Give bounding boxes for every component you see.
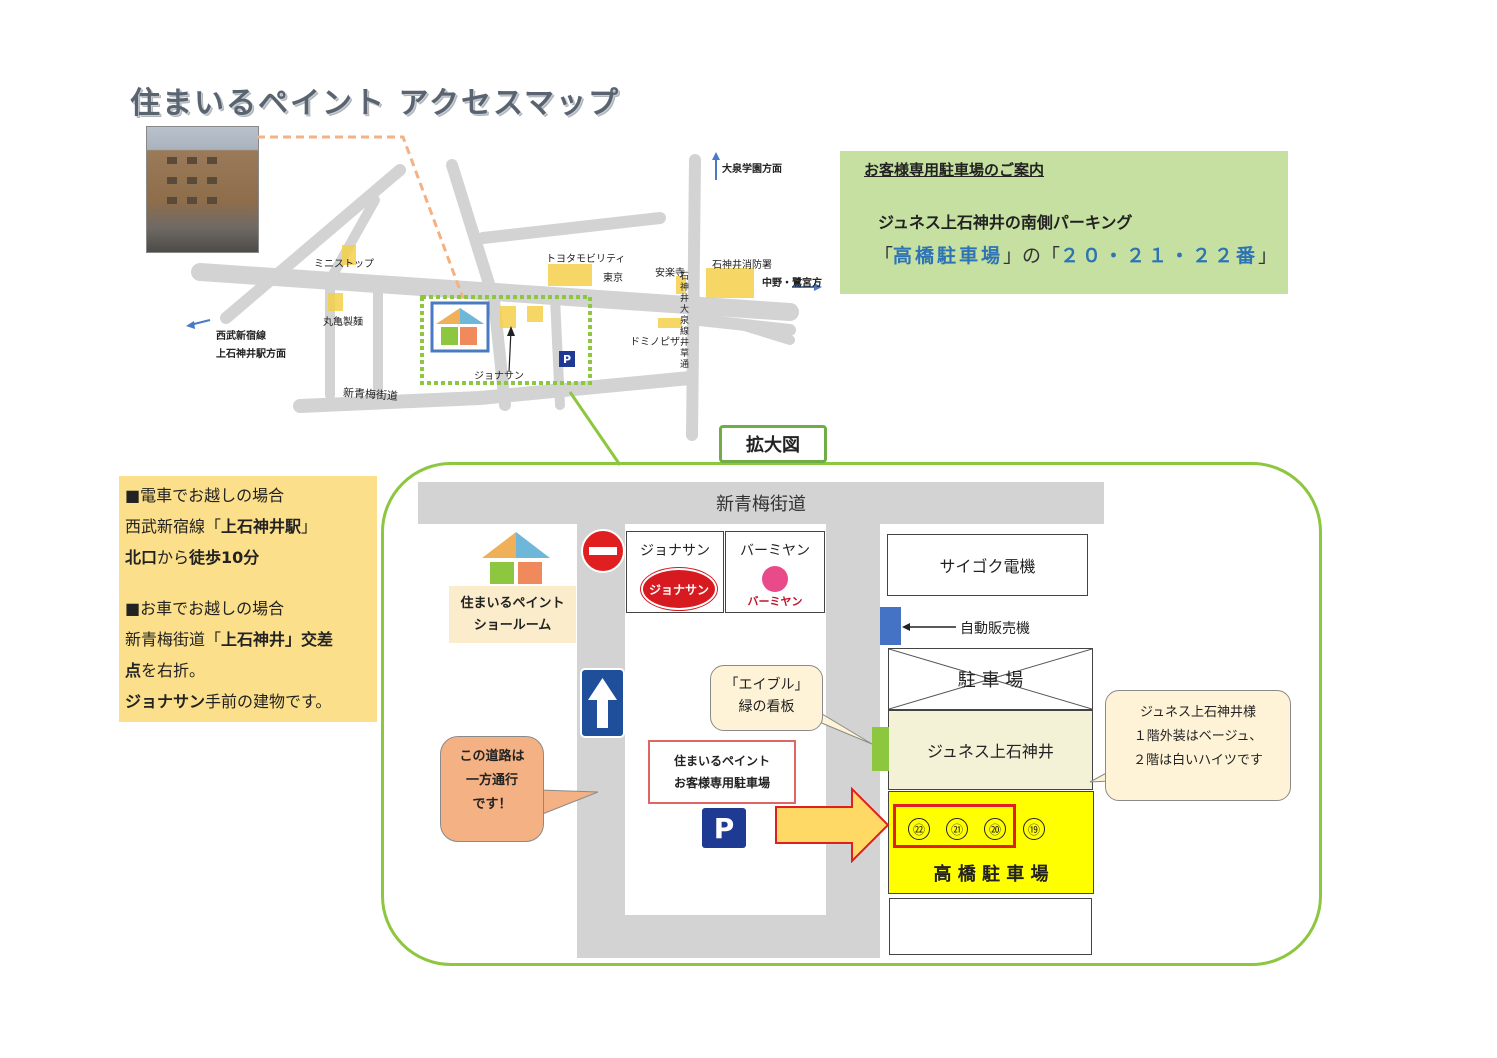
junesse-building: ジュネス上石神井	[888, 710, 1093, 790]
road-diag-1	[220, 164, 406, 324]
building-jonathan	[500, 306, 516, 328]
space-22: ㉒	[908, 818, 930, 840]
label-seibu-line: 西武新宿線	[216, 331, 266, 342]
jonathan-store: ジョナサン ジョナサン	[626, 531, 724, 613]
car-line2: 点を右折。	[125, 661, 206, 680]
train-walk: 北口から徒歩10分	[125, 548, 260, 567]
label-ministop: ミニストップ	[314, 259, 374, 270]
car-line3: ジョナサン手前の建物です。	[125, 692, 332, 711]
building-anrakuji	[676, 276, 686, 294]
photo-pointer-line	[257, 135, 465, 299]
parking-info-panel: お客様専用駐車場のご案内 ジュネス上石神井の南側パーキング 「高橋駐車場」の「２…	[840, 151, 1288, 294]
cross-mark-icon	[889, 649, 1092, 709]
detail-road-right	[826, 524, 880, 958]
bamiyan-logo-text: バーミヤン	[747, 595, 803, 608]
car-heading: ■お車でお越しの場合	[125, 599, 285, 618]
building-photo	[146, 126, 259, 253]
label-marugame: 丸亀製麺	[323, 317, 363, 328]
space-20: ⑳	[984, 818, 1006, 840]
bottom-building	[889, 898, 1092, 955]
road-diag-2	[325, 195, 380, 285]
label-station-direction: 上石神井駅方面	[216, 349, 286, 360]
label-fire-station: 石神井消防署	[712, 260, 772, 271]
parking-numbers: ２０・２１・２２番	[1060, 245, 1259, 267]
detail-road-bottom	[577, 915, 880, 958]
train-line: 西武新宿線「上石神井駅」	[125, 517, 318, 536]
train-heading: ■電車でお越しの場合	[125, 486, 285, 505]
building-marugame	[328, 293, 343, 311]
space-19: ⑲	[1023, 818, 1045, 840]
building-toyota	[548, 264, 592, 286]
detail-road-left	[577, 524, 625, 958]
label-toyota: トヨタモビリティ	[546, 254, 626, 265]
highlight-area	[420, 295, 592, 385]
vending-machine-icon	[880, 607, 901, 645]
detail-road-ome: 新青梅街道	[418, 482, 1104, 524]
label-street-vertical: 石神井大泉線 井草通	[680, 272, 690, 370]
road-vertical-main	[686, 154, 701, 441]
page-title: 住まいるペイント アクセスマップ	[130, 86, 621, 121]
arrow-right-icon	[775, 787, 890, 863]
saigoku-store: サイゴク電機	[887, 534, 1088, 596]
one-way-callout: この道路は 一方通行 です！	[440, 736, 544, 842]
detail-map-frame	[381, 462, 1322, 966]
parking-icon: P	[702, 808, 746, 848]
customer-parking-label: 住まいるペイント お客様専用駐車場	[648, 740, 796, 804]
ome-kaido-road	[293, 371, 697, 413]
bamiyan-logo-icon	[762, 566, 788, 592]
bamiyan-store: バーミヤン バーミヤン	[725, 531, 825, 613]
vending-label: 自動販売機	[960, 621, 1030, 637]
showroom-logo-icon	[482, 532, 550, 584]
detail-map-tag: 拡大図	[719, 425, 827, 463]
building-firestation	[706, 268, 754, 298]
jonathan-logo: ジョナサン	[641, 568, 717, 610]
arrow-left-icon	[902, 623, 956, 631]
takahashi-parking: 高 橋 駐 車 場	[888, 791, 1094, 894]
takahashi-label: 高 橋 駐 車 場	[933, 864, 1049, 885]
car-line1: 新青梅街道「上石神井」交差	[125, 630, 334, 649]
no-entry-sign-icon	[581, 529, 625, 573]
label-toyota-2: 東京	[603, 273, 623, 284]
parking-info-line1: ジュネス上石神井の南側パーキング	[878, 213, 1133, 232]
parking-icon-small: P	[559, 351, 575, 367]
parking-info-line2: 「高橋駐車場」の「２０・２１・２２番」	[874, 245, 1278, 267]
reserved-spaces-highlight	[893, 804, 1016, 848]
parking-name: 高橋駐車場	[893, 245, 1004, 267]
showroom-label: 住まいるペイント ショールーム	[449, 586, 576, 643]
junesse-callout: ジュネス上石神井様 １階外装はベージュ、 ２階は白いハイツです	[1105, 690, 1291, 801]
parking-lot: 駐 車 場	[888, 648, 1093, 710]
label-ohizumi: 大泉学園方面	[722, 164, 782, 175]
able-callout: 「エイブル」 緑の看板	[710, 665, 823, 731]
one-way-arrow-icon	[580, 668, 625, 738]
label-jonathan-small: ジョナサン	[474, 371, 524, 382]
space-21: ㉑	[946, 818, 968, 840]
parking-info-heading: お客様専用駐車場のご案内	[864, 161, 1045, 179]
able-sign	[872, 727, 889, 771]
label-nakano: 中野・鷺宮方	[762, 278, 822, 289]
label-dominos: ドミノピザ	[630, 337, 680, 348]
access-info-panel: ■電車でお越しの場合 西武新宿線「上石神井駅」 北口から徒歩10分 ■お車でお越…	[119, 476, 377, 722]
label-anrakuji: 安楽寺	[655, 268, 685, 279]
building-ministop	[342, 245, 356, 265]
building-dominos	[658, 318, 682, 328]
